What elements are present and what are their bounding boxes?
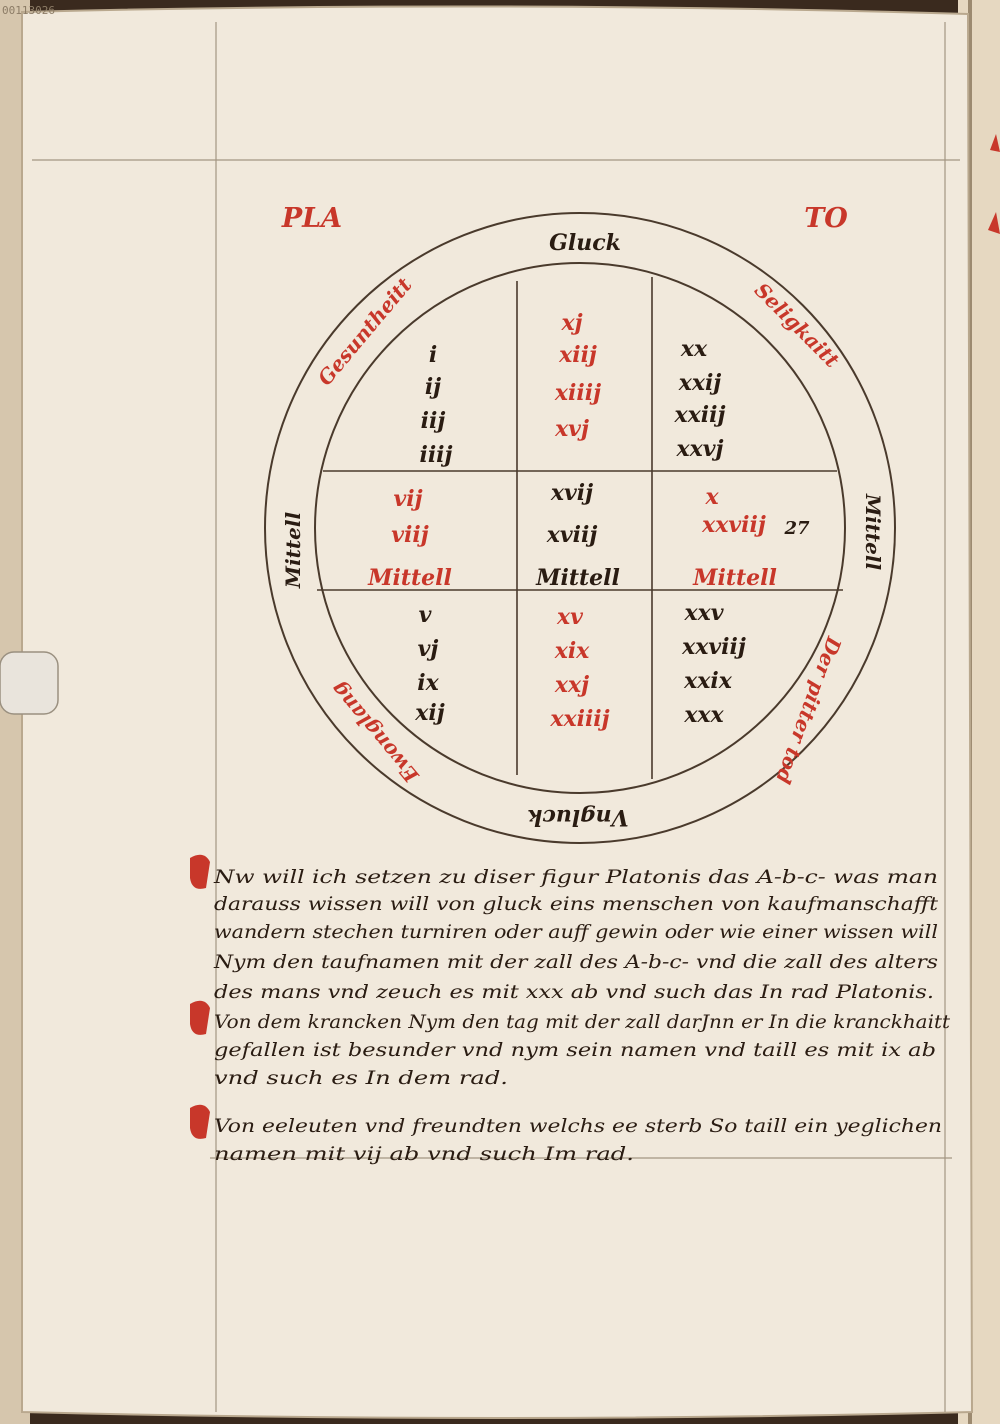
rubric-mark-next-page-2: [988, 212, 1000, 234]
text-line: Von eeleuten vnd freundten welchs ee ste…: [214, 1115, 942, 1137]
numeral: iij: [421, 408, 446, 434]
numeral: xvij: [550, 480, 593, 506]
numeral: xix: [554, 638, 590, 664]
numeral: xxiij: [674, 402, 726, 428]
numeral: xxviij: [681, 634, 746, 660]
cell-bottom-left: v vj ix xij: [414, 602, 444, 726]
cell-top-right: xx xxij xxiij xxvj: [674, 336, 726, 462]
rubric-paragraph-marks: [190, 854, 210, 1139]
numeral: x: [704, 484, 719, 510]
text-line: darauss wissen will von gluck eins mensc…: [214, 893, 938, 915]
numeral: xj: [560, 310, 582, 336]
ring-label-mittell-left: Mittell: [281, 512, 305, 590]
plato-title-right: TO: [804, 203, 848, 234]
numeral: xxix: [683, 668, 733, 694]
cell-label-mittell: Mittell: [367, 565, 452, 591]
wheel-inner-circle: [314, 262, 846, 794]
text-line: Nym den taufnamen mit der zall des A-b-c…: [213, 951, 938, 973]
ring-label-mittell-right: Mittell: [861, 493, 885, 571]
numeral: viij: [391, 522, 428, 548]
cell-mid-left: vij viij Mittell: [367, 486, 452, 591]
numeral: vj: [418, 636, 439, 662]
text-line: vnd such es In dem rad.: [214, 1067, 508, 1089]
cell-mid-right: x xxviij Mittell: [692, 484, 777, 591]
wheel-outer-circle: [264, 212, 896, 844]
text-line: namen mit vij ab vnd such Im rad.: [214, 1143, 634, 1165]
numeral: ij: [425, 374, 441, 400]
numeral: xij: [414, 700, 444, 726]
text-line: Nw will ich setzen zu diser figur Platon…: [213, 866, 938, 888]
cell-top-center: xj xiij xiiij xvj: [554, 310, 601, 442]
cell-mid-center: xvij xviij Mittell: [535, 480, 620, 591]
numeral: xx: [680, 336, 708, 362]
numeral: xviij: [546, 522, 598, 548]
catalog-id: 00113026: [2, 4, 55, 17]
ring-label-gluck: Gluck: [549, 230, 621, 256]
numeral: xxx: [683, 702, 724, 728]
text-line: Von dem krancken Nym den tag mit der zal…: [214, 1011, 950, 1033]
numeral: i: [429, 342, 437, 368]
numeral: xxiiij: [549, 706, 609, 732]
numeral: xxv: [683, 600, 723, 626]
wheel-grid-lines: [317, 277, 843, 779]
rubric-mark-next-page: [990, 134, 1000, 152]
margin-note-27: 27: [783, 518, 810, 539]
numeral: iiij: [419, 442, 452, 468]
cell-bottom-right: xxv xxviij xxix xxx: [681, 600, 746, 728]
numeral: v: [419, 602, 432, 628]
numeral: xiiij: [554, 380, 601, 406]
text-line: gefallen ist besunder vnd nym sein namen…: [214, 1039, 936, 1061]
numeral: xv: [556, 604, 583, 630]
paragraph-3: Von eeleuten vnd freundten welchs ee ste…: [214, 1115, 942, 1165]
pilcrow-icon: [190, 1104, 210, 1139]
text-line: des mans vnd zeuch es mit xxx ab vnd suc…: [214, 981, 934, 1003]
cell-bottom-center: xv xix xxj xxiiij: [549, 604, 609, 732]
numeral: vij: [393, 486, 422, 512]
paragraph-2: Von dem krancken Nym den tag mit der zal…: [214, 1011, 950, 1089]
paragraph-1: Nw will ich setzen zu diser figur Platon…: [213, 866, 939, 1003]
numeral: xxviij: [701, 512, 766, 538]
numeral: xxij: [678, 370, 722, 396]
numeral: xvj: [554, 416, 589, 442]
ring-label-vngluck: Vngluck: [527, 804, 628, 830]
pilcrow-icon: [190, 1000, 210, 1035]
pilcrow-icon: [190, 854, 210, 889]
numeral: ix: [417, 670, 439, 696]
ruling-lines: [32, 22, 960, 1412]
numeral: xxvj: [676, 436, 724, 462]
numeral: xiij: [558, 342, 597, 368]
cell-label-mittell: Mittell: [692, 565, 777, 591]
numeral: xxj: [554, 672, 589, 698]
text-line: wandern stechen turniren oder auff gewin…: [214, 921, 938, 943]
cell-top-left: i ij iij iiij: [419, 342, 452, 468]
parchment-leaf: [21, 5, 974, 1419]
plato-title-left: PLA: [281, 203, 342, 234]
page-clasp-tab: [0, 651, 59, 715]
cell-label-mittell: Mittell: [535, 565, 620, 591]
